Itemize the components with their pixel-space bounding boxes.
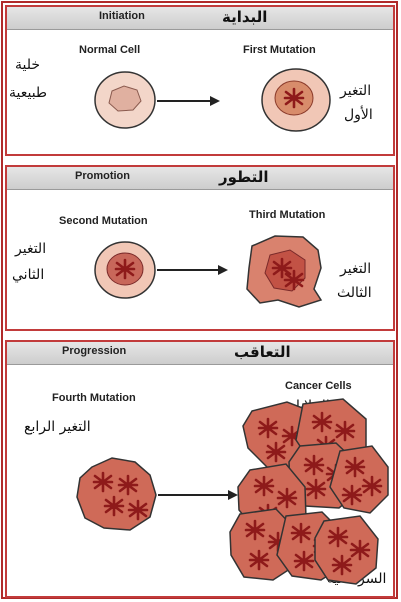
second-mutation-cell xyxy=(95,242,155,298)
cancer-cells-cluster xyxy=(230,399,388,584)
cancer-cell xyxy=(315,516,378,584)
fourth-mutation-cell xyxy=(77,458,156,530)
normal-cell xyxy=(95,72,155,128)
third-mutation-cell xyxy=(247,236,321,307)
first-mutation-cell xyxy=(262,69,330,131)
